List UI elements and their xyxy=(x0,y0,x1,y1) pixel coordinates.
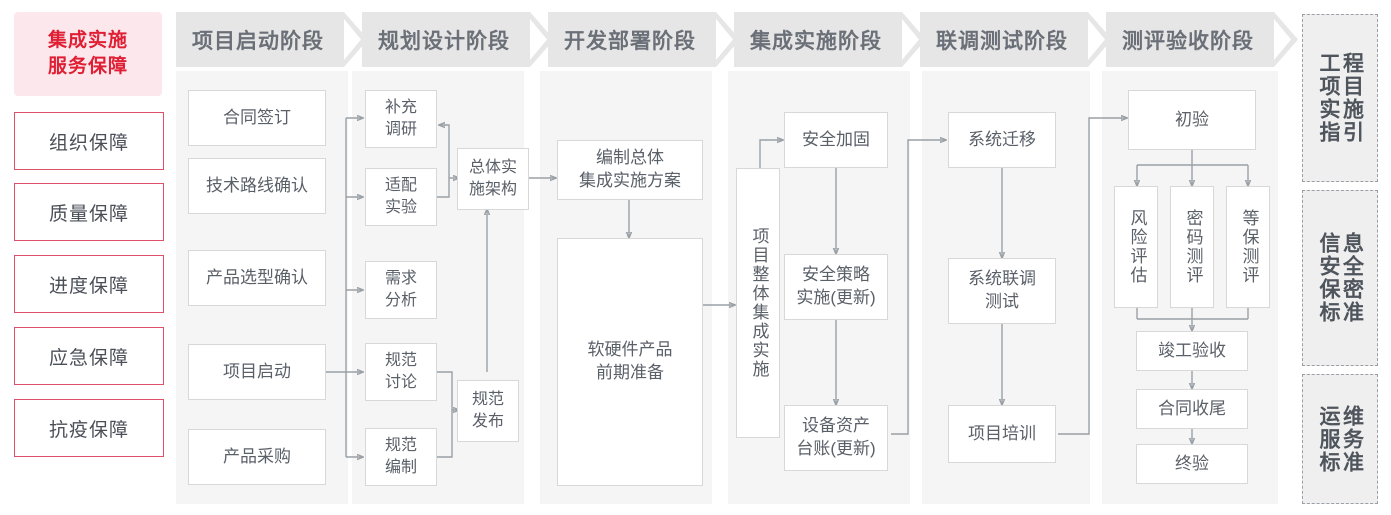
node-line1: 适配 xyxy=(384,177,417,195)
node-hardware-software-preparation[interactable]: 软硬件产品 前期准备 xyxy=(557,238,703,486)
node-spec-drafting[interactable]: 规范 编制 xyxy=(365,428,437,486)
stage-header-acceptance[interactable]: 测评验收阶段 xyxy=(1106,12,1274,67)
stage-chevron-4 xyxy=(902,12,928,67)
stage-header-planning[interactable]: 规划设计阶段 xyxy=(362,12,530,67)
node-project-kickoff[interactable]: 项目启动 xyxy=(188,344,326,400)
node-line1: 规范 xyxy=(384,437,417,455)
standard-label: 信安保标 xyxy=(1317,232,1340,324)
node-draft-overall-integration-plan[interactable]: 编制总体 集成实施方案 xyxy=(557,140,703,200)
guarantee-title-line2: 服务保障 xyxy=(47,56,128,77)
guarantee-item-epidemic[interactable]: 抗疫保障 xyxy=(14,399,164,457)
standard-panel-infosec[interactable]: 信安保标 息全密准 xyxy=(1302,190,1378,366)
stage-chevron-2 xyxy=(530,12,556,67)
node-line2: 测试 xyxy=(985,292,1019,311)
node-line2: 讨论 xyxy=(384,374,417,391)
stage-header-label: 规划设计阶段 xyxy=(378,29,510,53)
node-product-selection-confirm[interactable]: 产品选型确认 xyxy=(188,250,326,306)
stage-header-jointtest[interactable]: 联调测试阶段 xyxy=(920,12,1088,67)
node-contract-closeout[interactable]: 合同收尾 xyxy=(1136,389,1248,429)
node-line1: 补充 xyxy=(384,99,417,117)
node-security-policy-implementation[interactable]: 安全策略 实施(更新) xyxy=(784,254,888,320)
stage-header-label: 项目启动阶段 xyxy=(192,29,324,53)
guarantee-rail: 集成实施 服务保障 组织保障 质量保障 进度保障 应急保障 抗疫保障 xyxy=(14,12,164,504)
node-line2: 施架构 xyxy=(468,181,517,198)
standard-label-2: 息全密准 xyxy=(1340,232,1364,324)
node-line2: 实验 xyxy=(384,199,417,216)
stage-chevron-6 xyxy=(1274,12,1300,67)
guarantee-title: 集成实施 服务保障 xyxy=(14,12,162,96)
node-requirements-analysis[interactable]: 需求 分析 xyxy=(365,261,437,319)
node-spec-discussion[interactable]: 规范 讨论 xyxy=(365,343,437,401)
node-supplementary-research[interactable]: 补充 调研 xyxy=(365,90,437,148)
node-line2: 台账(更新) xyxy=(796,439,876,458)
stage-chevron-1 xyxy=(344,12,370,67)
stage-chevron-5 xyxy=(1088,12,1114,67)
standard-label-2: 程目施引 xyxy=(1340,52,1364,144)
node-line1: 软硬件产品 xyxy=(587,340,673,360)
node-preliminary-acceptance[interactable]: 初验 xyxy=(1128,90,1256,150)
stage-header-development[interactable]: 开发部署阶段 xyxy=(548,12,716,67)
node-line2: 调研 xyxy=(384,121,417,138)
node-system-migration[interactable]: 系统迁移 xyxy=(948,112,1056,168)
guarantee-item-organization[interactable]: 组织保障 xyxy=(14,112,164,170)
guarantee-item-quality[interactable]: 质量保障 xyxy=(14,183,164,241)
node-contract-signing[interactable]: 合同签订 xyxy=(188,90,326,146)
stage-header-startup[interactable]: 项目启动阶段 xyxy=(176,12,344,67)
node-spec-release[interactable]: 规范 发布 xyxy=(457,380,519,442)
node-project-training[interactable]: 项目培训 xyxy=(948,405,1056,463)
node-classified-protection-evaluation[interactable]: 等保测评 xyxy=(1226,186,1270,308)
stage-header-label: 测评验收阶段 xyxy=(1122,29,1254,53)
node-line2: 分析 xyxy=(384,292,417,309)
node-risk-assessment[interactable]: 风险评估 xyxy=(1114,186,1158,308)
standard-label: 工项实指 xyxy=(1317,52,1340,144)
node-line2: 前期准备 xyxy=(596,363,664,382)
stage-header-label: 集成实施阶段 xyxy=(750,29,882,53)
node-product-procurement[interactable]: 产品采购 xyxy=(188,429,326,485)
guarantee-item-schedule[interactable]: 进度保障 xyxy=(14,255,164,313)
stage-header-label: 联调测试阶段 xyxy=(936,29,1068,53)
node-system-joint-debug-test[interactable]: 系统联调 测试 xyxy=(948,258,1056,324)
node-line2: 编制 xyxy=(384,459,417,476)
guarantee-title-line1: 集成实施 xyxy=(47,30,128,52)
node-line2: 集成实施方案 xyxy=(579,171,681,190)
node-cryptography-evaluation[interactable]: 密码测评 xyxy=(1170,186,1214,308)
node-line1: 规范 xyxy=(384,352,417,370)
node-line1: 规范 xyxy=(471,391,504,409)
node-line1: 安全策略 xyxy=(801,265,870,285)
standard-label: 运服标 xyxy=(1317,404,1340,474)
node-final-acceptance[interactable]: 终验 xyxy=(1136,444,1248,484)
node-adaptation-experiment[interactable]: 适配 实验 xyxy=(365,168,437,226)
node-line1: 系统联调 xyxy=(968,269,1036,289)
node-line1: 需求 xyxy=(384,270,417,288)
node-line2: 发布 xyxy=(471,413,504,430)
node-overall-implementation-architecture[interactable]: 总体实 施架构 xyxy=(457,148,529,210)
node-line1: 编制总体 xyxy=(596,148,664,168)
node-tech-route-confirm[interactable]: 技术路线确认 xyxy=(188,158,326,214)
standard-label-2: 维务准 xyxy=(1340,404,1364,474)
node-line1: 总体实 xyxy=(468,159,517,177)
stage-header-integration[interactable]: 集成实施阶段 xyxy=(734,12,902,67)
node-completion-acceptance[interactable]: 竣工验收 xyxy=(1136,331,1248,371)
standard-panel-engineering-guideline[interactable]: 工项实指 程目施引 xyxy=(1302,14,1378,182)
node-line2: 实施(更新) xyxy=(796,288,876,307)
node-security-hardening[interactable]: 安全加固 xyxy=(784,112,888,168)
node-equipment-asset-ledger[interactable]: 设备资产 台账(更新) xyxy=(784,405,888,471)
stage-chevron-3 xyxy=(716,12,742,67)
guarantee-item-emergency[interactable]: 应急保障 xyxy=(14,327,164,385)
node-line1: 设备资产 xyxy=(801,416,870,436)
stage-header-label: 开发部署阶段 xyxy=(564,29,696,53)
node-overall-project-integration[interactable]: 项目整体集成实施 xyxy=(736,168,780,438)
standard-panel-ops-service[interactable]: 运服标 维务准 xyxy=(1302,374,1378,504)
